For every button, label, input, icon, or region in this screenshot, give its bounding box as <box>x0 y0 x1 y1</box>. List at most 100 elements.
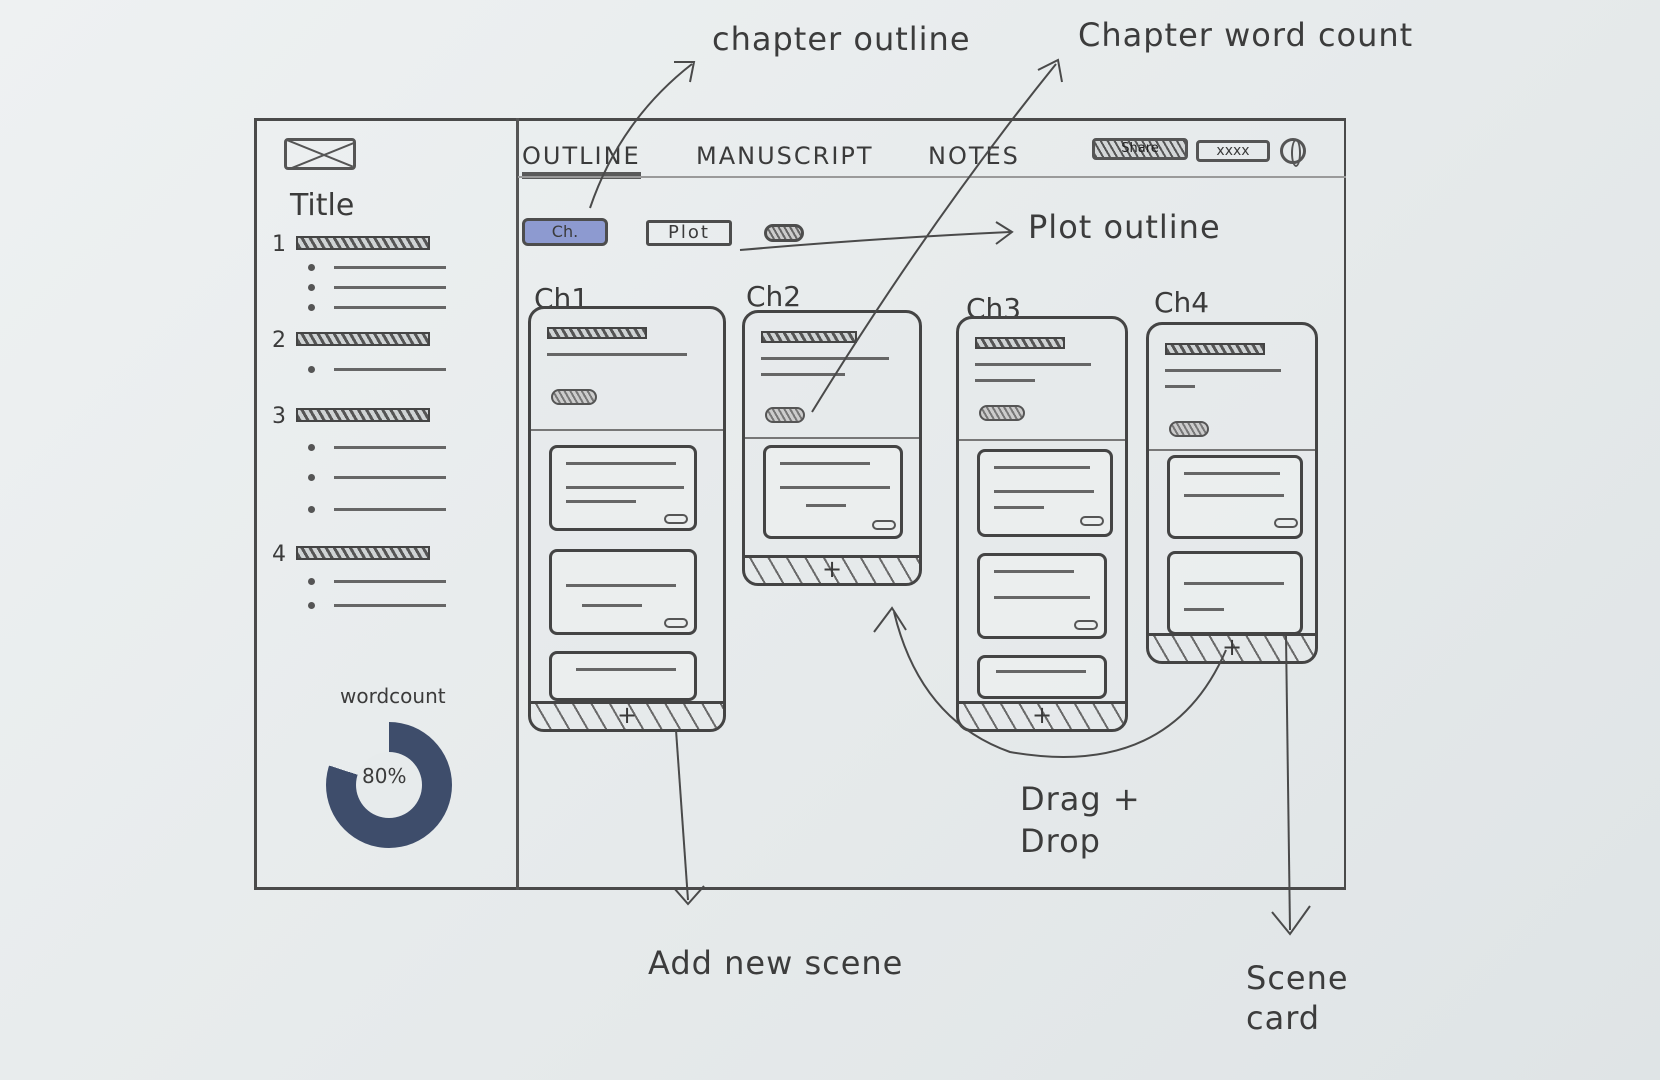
chapter-word-count-pill <box>765 407 805 423</box>
filter-pill-toggle[interactable] <box>764 224 804 242</box>
tab-notes[interactable]: NOTES <box>928 142 1020 170</box>
bullet-text-line <box>334 580 446 583</box>
add-scene-button[interactable]: + <box>745 555 919 583</box>
chapter-outline-line <box>1165 369 1281 372</box>
add-scene-button[interactable]: + <box>531 701 723 729</box>
bullet-icon <box>308 578 315 585</box>
chapter-heading-bar <box>296 236 430 250</box>
bullet-text-line <box>334 604 446 607</box>
scene-text-line <box>566 584 676 587</box>
scene-title-line <box>994 466 1090 469</box>
chapter-number: 2 <box>272 328 286 353</box>
bullet-icon <box>308 444 315 451</box>
chapter-outline-line <box>975 363 1091 366</box>
annotation-scene-card: Scene card <box>1246 959 1349 1037</box>
scene-text-line <box>1184 582 1284 585</box>
scene-text-line <box>566 500 636 503</box>
annotation-chapter-word-count: Chapter word count <box>1078 16 1414 54</box>
bullet-text-line <box>334 368 446 371</box>
tab-outline[interactable]: OUTLINE <box>522 142 641 179</box>
chapter-number: 4 <box>272 542 286 567</box>
chapter-label: Ch2 <box>746 280 802 313</box>
bullet-text-line <box>334 446 446 449</box>
chapter-outline-heading <box>975 337 1065 349</box>
bullet-icon <box>308 506 315 513</box>
scene-tag <box>1074 620 1098 630</box>
app-window <box>254 118 1346 890</box>
scene-card[interactable] <box>549 651 697 701</box>
scene-card[interactable] <box>977 449 1113 537</box>
chapter-outline-line <box>761 373 845 376</box>
scene-card[interactable] <box>977 553 1107 639</box>
bullet-text-line <box>334 306 446 309</box>
bullet-icon <box>308 284 315 291</box>
tab-manuscript[interactable]: MANUSCRIPT <box>696 142 874 170</box>
chapter-filter-toggle[interactable]: Ch. <box>522 218 608 246</box>
bullet-icon <box>308 474 315 481</box>
annotation-drag-drop: Drag + Drop <box>1020 780 1141 860</box>
bullet-icon <box>308 264 315 271</box>
scene-text-line <box>994 506 1044 509</box>
scene-text-line <box>566 486 684 489</box>
plot-filter-toggle[interactable]: Plot <box>646 220 732 246</box>
chapter-column[interactable]: + <box>1146 322 1318 664</box>
logo-placeholder <box>284 138 356 170</box>
bullet-text-line <box>334 286 446 289</box>
scene-card[interactable] <box>549 549 697 635</box>
scene-text-line <box>1184 494 1284 497</box>
scene-tag <box>1080 516 1104 526</box>
header-divider <box>518 176 1346 178</box>
add-scene-button[interactable]: + <box>1149 633 1315 661</box>
scene-text-line <box>576 668 676 671</box>
arrow-head <box>674 61 696 83</box>
chapter-column[interactable]: + <box>742 310 922 586</box>
user-field[interactable]: xxxx <box>1196 140 1270 162</box>
bullet-icon <box>308 602 315 609</box>
chapter-outline-heading <box>547 327 647 339</box>
scene-title-line <box>780 462 870 465</box>
scene-title-line <box>566 462 676 465</box>
wordcount-progress-ring <box>326 722 452 848</box>
chapter-outline-heading <box>761 331 857 343</box>
chapter-label: Ch4 <box>1154 286 1210 319</box>
share-button[interactable]: Share <box>1092 138 1188 160</box>
wordcount-percent: 80% <box>362 764 407 788</box>
scene-tag <box>1274 518 1298 528</box>
bullet-text-line <box>334 266 446 269</box>
scene-tag <box>872 520 896 530</box>
scene-text-line <box>806 504 846 507</box>
globe-icon[interactable] <box>1280 138 1306 167</box>
chapter-column[interactable]: + <box>528 306 726 732</box>
scene-text-line <box>994 596 1090 599</box>
chapter-word-count-pill <box>551 389 597 405</box>
sidebar-divider <box>516 118 519 890</box>
chapter-outline-line <box>975 379 1035 382</box>
chapter-word-count-pill <box>1169 421 1209 437</box>
scene-card[interactable] <box>1167 455 1303 539</box>
add-scene-button[interactable]: + <box>959 701 1125 729</box>
chapter-heading-bar <box>296 408 430 422</box>
scene-text-line <box>780 486 890 489</box>
scene-card[interactable] <box>549 445 697 531</box>
chapter-column[interactable]: + <box>956 316 1128 732</box>
annotation-plot-outline: Plot outline <box>1028 208 1221 246</box>
bullet-text-line <box>334 476 446 479</box>
scene-tag <box>664 514 688 524</box>
column-divider <box>1149 449 1315 451</box>
chapter-outline-line <box>761 357 889 360</box>
scene-tag <box>664 618 688 628</box>
scene-card[interactable] <box>977 655 1107 699</box>
column-divider <box>531 429 723 431</box>
bullet-icon <box>308 366 315 373</box>
chapter-heading-bar <box>296 332 430 346</box>
bullet-text-line <box>334 508 446 511</box>
scene-card[interactable] <box>763 445 903 539</box>
scene-title-line <box>994 570 1074 573</box>
chapter-outline-line <box>1165 385 1195 388</box>
scene-text-line <box>996 670 1086 673</box>
column-divider <box>959 439 1125 441</box>
chapter-word-count-pill <box>979 405 1025 421</box>
scene-card[interactable] <box>1167 551 1303 635</box>
annotation-add-new-scene: Add new scene <box>648 944 904 982</box>
column-divider <box>745 437 919 439</box>
